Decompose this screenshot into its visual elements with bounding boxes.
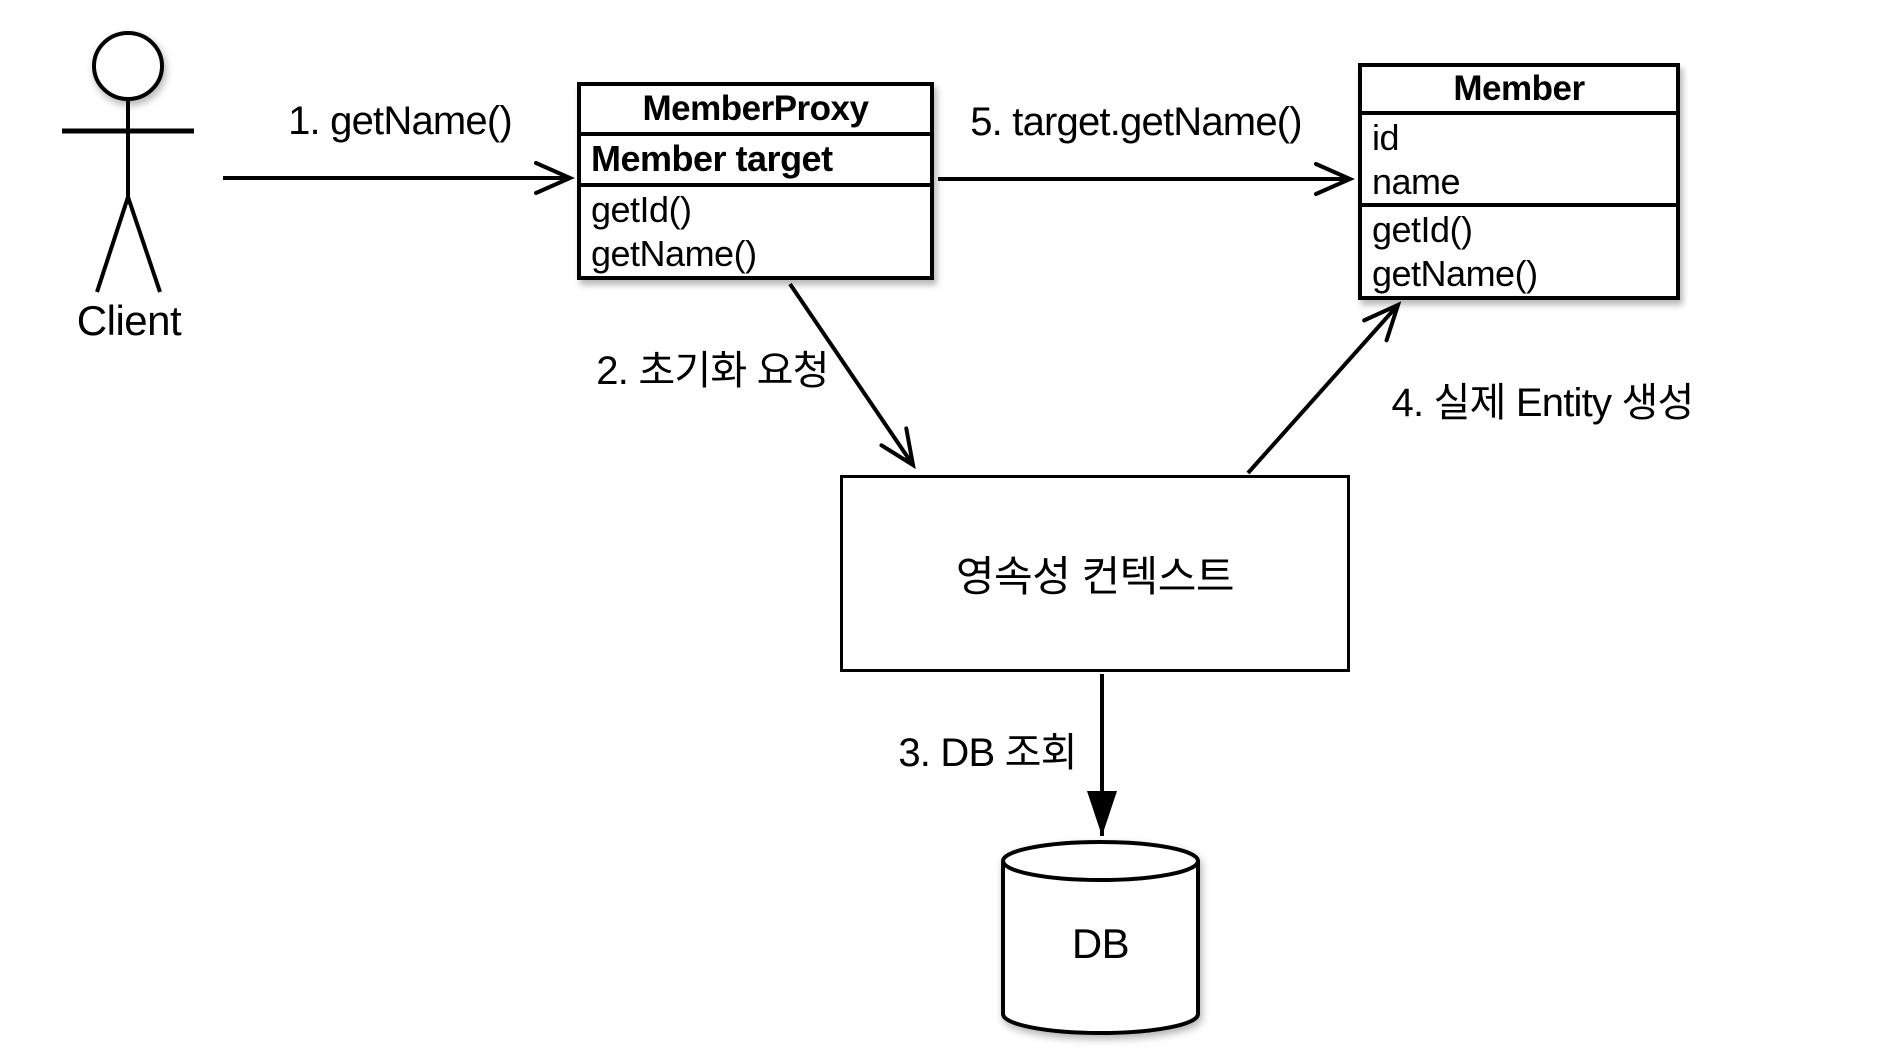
class-box-member: Member id name getId() getName() [1358, 63, 1680, 300]
member-method-getname: getName() [1372, 253, 1538, 294]
db-cylinder-top [1001, 840, 1200, 882]
edge-label-2-init-request: 2. 초기화 요청 [596, 349, 829, 393]
persistence-context-box: 영속성 컨텍스트 [840, 475, 1350, 672]
member-field-name: name [1372, 161, 1461, 202]
edge-label-5-target-getname: 5. target.getName() [970, 100, 1302, 144]
class-box-memberproxy: MemberProxy Member target getId() getNam… [577, 82, 934, 280]
actor-figure [62, 31, 194, 293]
actor-legs [95, 190, 162, 293]
edge-label-4-create-entity: 4. 실제 Entity 생성 [1391, 381, 1695, 425]
db-cylinder-body [1001, 861, 1200, 1035]
memberproxy-method-getname: getName() [591, 233, 757, 274]
arrow-4-context-to-member [1246, 301, 1402, 475]
member-fields: id name [1362, 115, 1676, 207]
db-cylinder [1001, 840, 1200, 1035]
memberproxy-title: MemberProxy [581, 86, 930, 137]
memberproxy-method-getid: getId() [591, 189, 692, 230]
actor-head [92, 31, 164, 101]
edge-label-1-getname: 1. getName() [288, 99, 513, 143]
member-method-getid: getId() [1372, 209, 1473, 250]
memberproxy-field-target: Member target [581, 136, 930, 187]
actor-label: Client [76, 297, 182, 344]
persistence-context-label: 영속성 컨텍스트 [955, 553, 1235, 600]
member-title: Member [1362, 67, 1676, 115]
edge-label-3-db-query: 3. DB 조회 [898, 731, 1077, 775]
arrow-2-proxy-to-context [788, 282, 916, 470]
member-field-id: id [1372, 117, 1400, 158]
db-label: DB [1071, 920, 1130, 967]
memberproxy-methods: getId() getName() [581, 187, 930, 276]
member-methods: getId() getName() [1362, 207, 1676, 296]
